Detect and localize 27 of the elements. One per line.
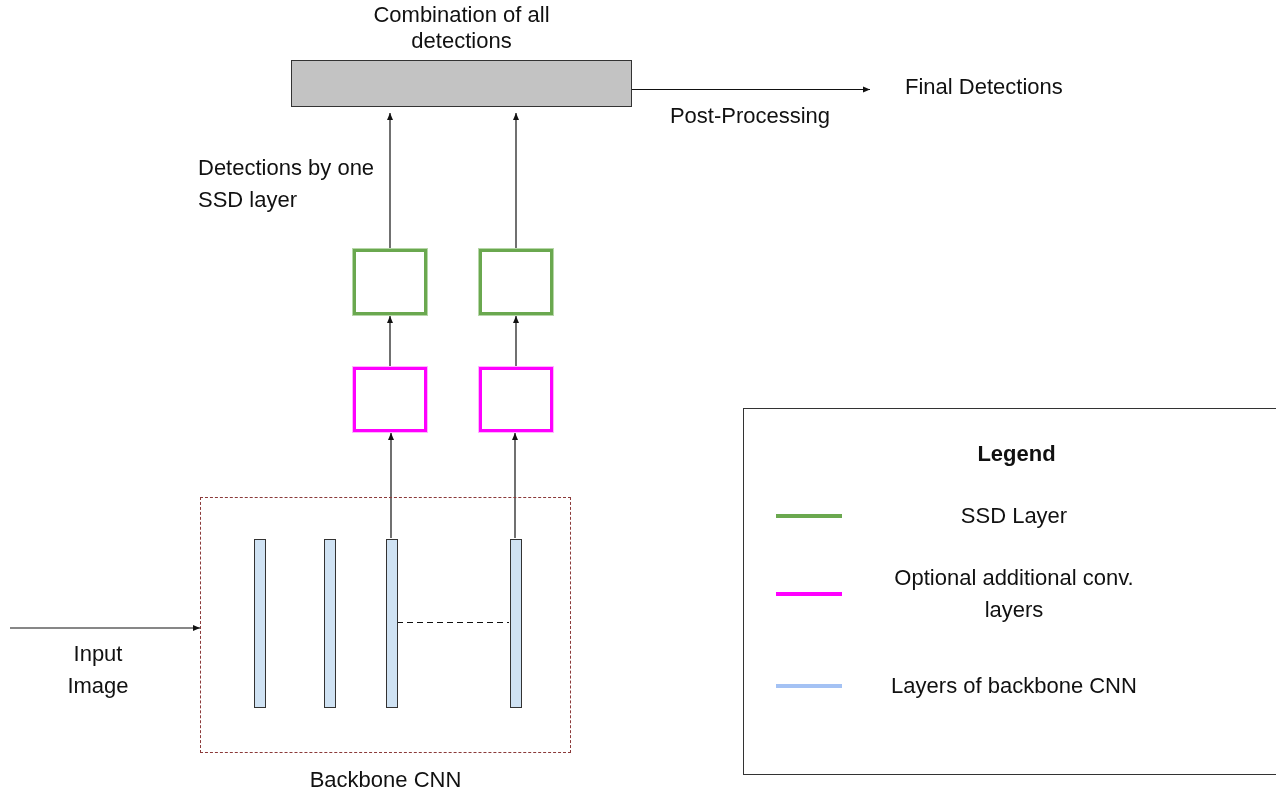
conv-layer-box	[478, 366, 554, 433]
conv-layer-box	[352, 366, 428, 433]
arrow	[387, 315, 393, 367]
arrow	[9, 625, 201, 631]
layer-bar	[510, 539, 522, 708]
backbone-label: Backbone CNN	[308, 767, 463, 793]
ssd-layer-box	[352, 248, 428, 316]
arrow	[387, 112, 393, 249]
annotation-text: Detections by one SSD layer	[198, 154, 376, 214]
layer-bar	[254, 539, 266, 708]
legend-text: Layers of backbone CNN	[890, 672, 1138, 700]
layer-bar	[324, 539, 336, 708]
edge-label: Input Image	[66, 640, 130, 700]
dashed-connector	[396, 621, 510, 624]
arrow	[388, 432, 394, 539]
box-heading: Combination of all detections	[372, 2, 551, 54]
legend-text: Optional additional conv. layers	[893, 564, 1135, 624]
legend-text: SSD Layer	[959, 502, 1069, 530]
arrow	[512, 432, 518, 539]
arrow	[631, 86, 871, 93]
output-label: Final Detections	[905, 74, 1063, 99]
legend-title: Legend	[976, 441, 1057, 467]
arrow	[513, 112, 519, 249]
edge-label: Post-Processing	[668, 102, 832, 130]
ssd-layer-box	[478, 248, 554, 316]
arrow	[513, 315, 519, 367]
layer-bar	[386, 539, 398, 708]
